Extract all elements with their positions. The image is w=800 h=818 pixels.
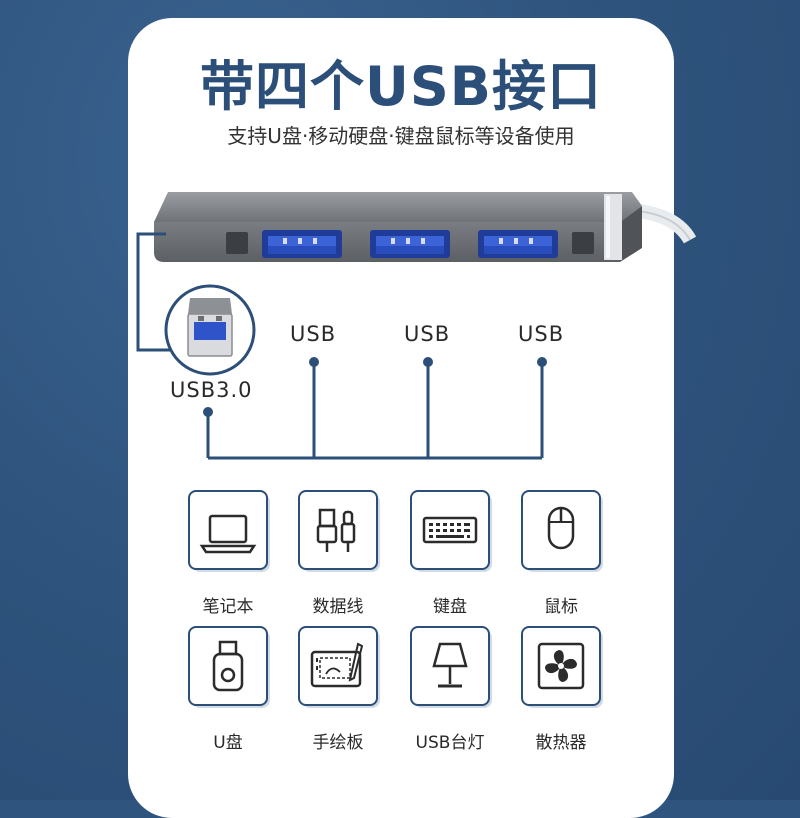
- port-label-usb-2: USB: [404, 322, 451, 346]
- wire-node-usb-3: [537, 357, 547, 367]
- usb-drive-icon: [212, 640, 244, 692]
- mouse-icon: [547, 506, 575, 550]
- device-tile-drawing-tablet: [298, 626, 378, 706]
- device-tile-data-cable: [298, 490, 378, 570]
- connector-link-line: [136, 232, 170, 352]
- wire-node-usb-1: [309, 357, 319, 367]
- device-label-data-cable: 数据线: [312, 597, 364, 617]
- usb3-connector-icon: [164, 284, 256, 376]
- device-tile-desk-lamp: [410, 626, 490, 706]
- connector-label: USB3.0: [170, 378, 253, 402]
- device-label-keyboard: 键盘: [433, 597, 467, 617]
- wiring-tree: [206, 362, 544, 460]
- cooling-fan-icon: [537, 642, 585, 690]
- page-subtitle: 支持U盘·移动硬盘·键盘鼠标等设备使用: [227, 124, 575, 148]
- device-tile-keyboard: [410, 490, 490, 570]
- device-tile-laptop: [188, 490, 268, 570]
- wire-node-usb-2: [423, 357, 433, 367]
- device-label-usb-drive: U盘: [213, 733, 243, 753]
- keyboard-icon: [422, 516, 478, 544]
- device-tile-cooling-fan: [521, 626, 601, 706]
- device-label-cooling-fan: 散热器: [535, 733, 587, 753]
- port-label-usb-3: USB: [518, 322, 565, 346]
- wire-node-connector: [203, 407, 213, 417]
- device-tile-mouse: [521, 490, 601, 570]
- device-tile-usb-drive: [188, 626, 268, 706]
- data-cable-icon: [316, 508, 356, 552]
- page-title: 带四个USB接口: [200, 55, 602, 118]
- device-label-mouse: 鼠标: [544, 597, 578, 617]
- usb-port-2: [370, 230, 450, 258]
- device-label-desk-lamp: USB台灯: [415, 733, 485, 753]
- drawing-tablet-icon: [310, 642, 364, 688]
- laptop-icon: [199, 514, 257, 554]
- usb-port-1: [262, 230, 342, 258]
- desk-lamp-icon: [432, 642, 468, 688]
- port-label-usb-1: USB: [290, 322, 337, 346]
- device-label-laptop: 笔记本: [202, 597, 254, 617]
- device-label-drawing-tablet: 手绘板: [312, 733, 364, 753]
- usb-port-3: [478, 230, 558, 258]
- hub-diagram: [136, 192, 697, 460]
